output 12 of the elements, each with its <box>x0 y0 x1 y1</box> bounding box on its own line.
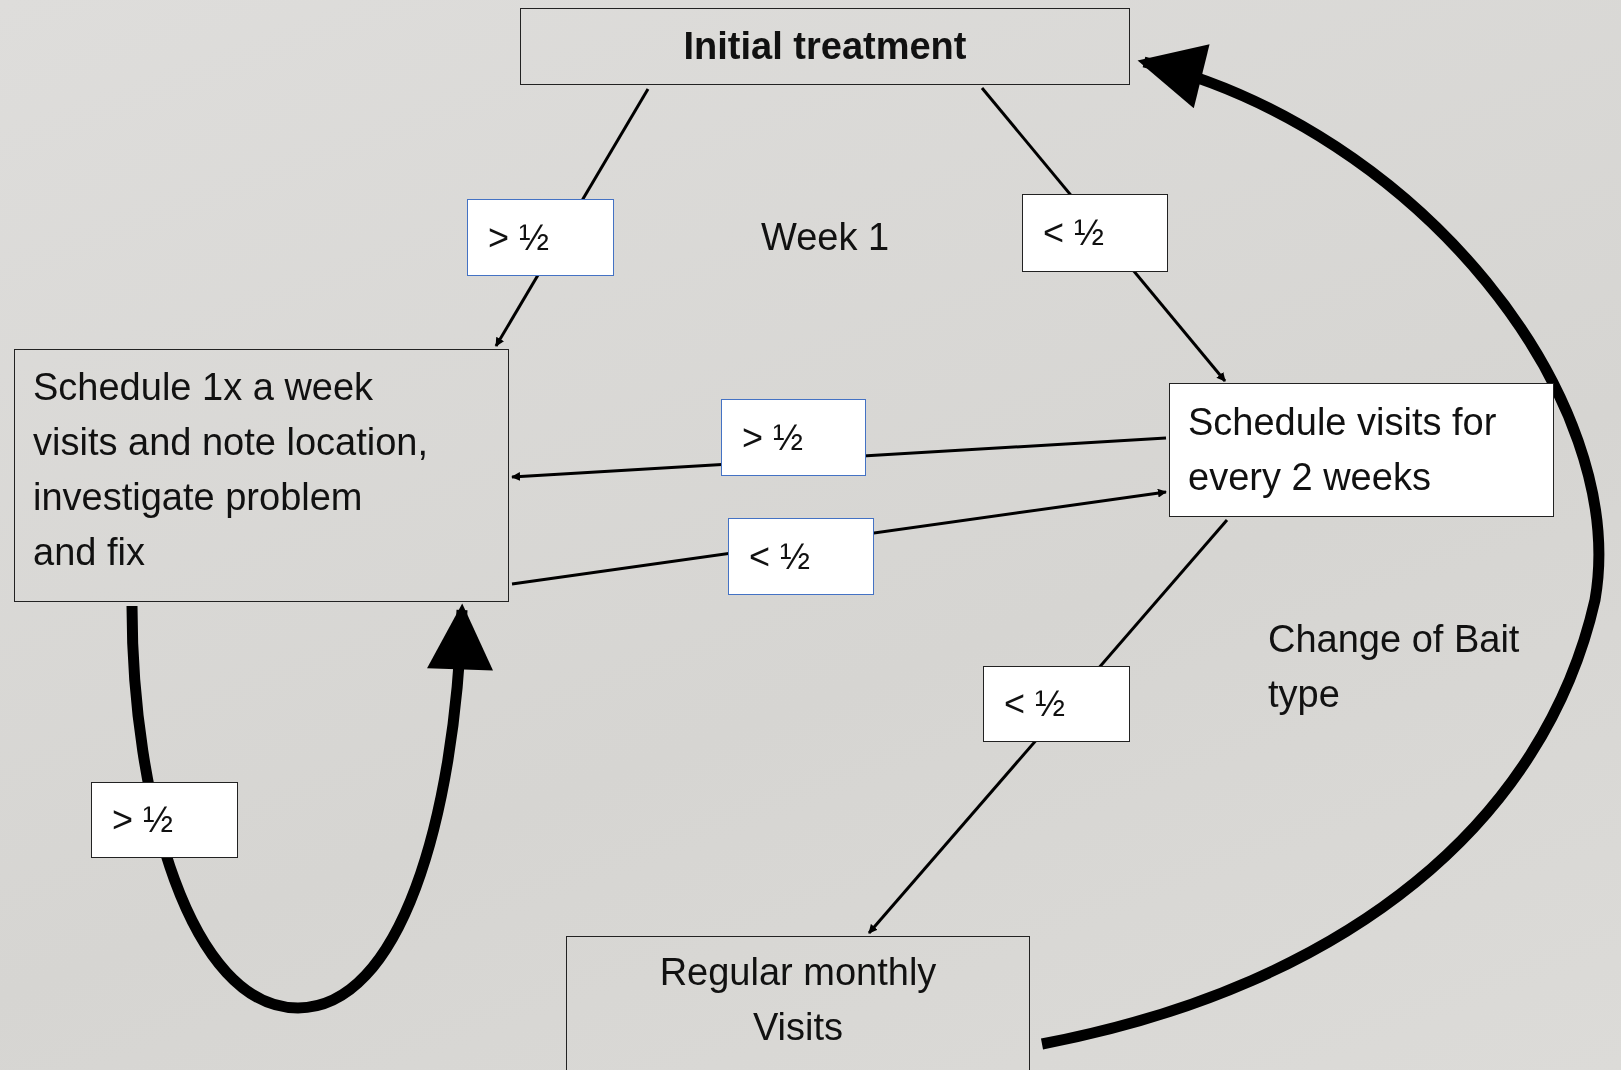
process-box <box>566 936 1030 1070</box>
box-text: Regular monthly Visits <box>658 950 938 1051</box>
arrow <box>126 603 492 1014</box>
process-box <box>14 349 509 602</box>
edge-label: > ½ <box>721 399 866 476</box>
box-text: Initial treatment <box>682 23 968 69</box>
note-text: Week 1 <box>761 215 891 260</box>
edge-label: > ½ <box>91 782 238 858</box>
edge-label: > ½ <box>467 199 614 276</box>
process-box <box>520 8 1130 85</box>
edge-label: < ½ <box>728 518 874 595</box>
box-text: Schedule 1x a week visits and note location, investigate problem and fix <box>33 365 428 576</box>
